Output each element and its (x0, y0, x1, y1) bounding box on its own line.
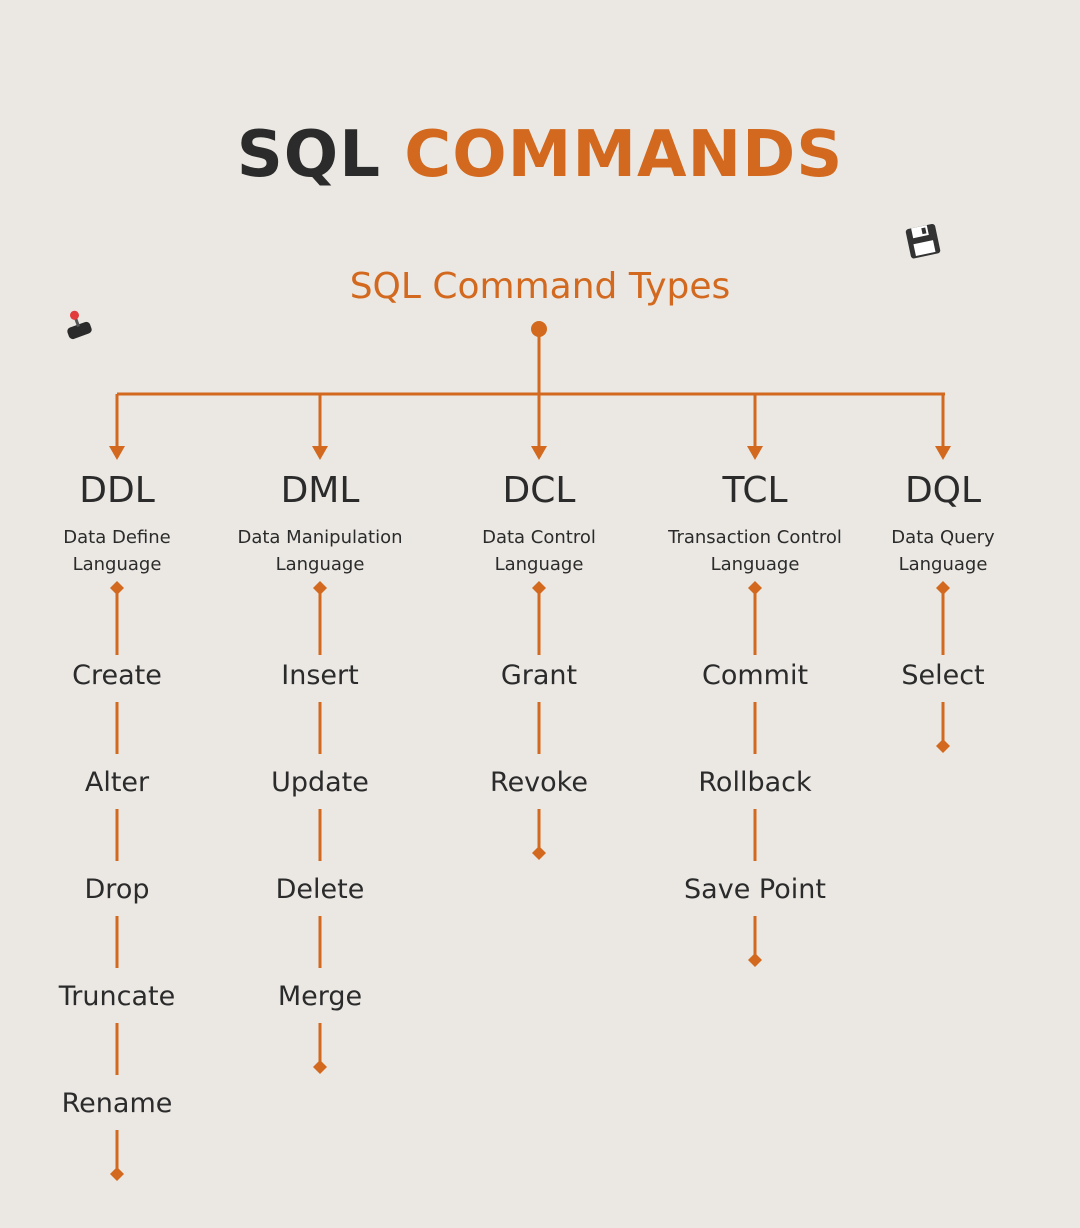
desc-line-2: Language (494, 554, 584, 575)
column-title-dql: DQL (904, 470, 982, 511)
branch-arrow-dml (312, 446, 328, 460)
desc-line-2: Language (72, 554, 162, 575)
joystick-icon (67, 310, 92, 340)
branch-arrow-dql (935, 446, 951, 460)
command-rename: Rename (61, 1088, 173, 1119)
branch-arrow-tcl (747, 446, 763, 460)
cmd-end-diamond-dcl (532, 846, 546, 860)
title-word-commands: COMMANDS (404, 118, 844, 192)
floppy-disk-icon (905, 223, 941, 259)
column-title-dcl: DCL (502, 470, 576, 511)
desc-line-2: Language (275, 554, 365, 575)
desc-line-1: Transaction Control (668, 527, 842, 548)
desc-line-2: Language (898, 554, 988, 575)
cmd-end-diamond-ddl (110, 1167, 124, 1181)
command-grant: Grant (500, 660, 578, 691)
command-truncate: Truncate (58, 981, 176, 1012)
desc-line-1: Data Define (63, 527, 171, 548)
desc-line-1: Data Manipulation (237, 527, 403, 548)
column-title-tcl: TCL (722, 470, 788, 511)
command-alter: Alter (84, 767, 150, 798)
command-merge: Merge (277, 981, 363, 1012)
command-commit: Commit (701, 660, 809, 691)
command-update: Update (271, 767, 369, 798)
desc-line-2: Language (710, 554, 800, 575)
branch-arrow-dcl (531, 446, 547, 460)
command-drop: Drop (84, 874, 150, 905)
command-insert: Insert (281, 660, 359, 691)
command-delete: Delete (275, 874, 365, 905)
command-create: Create (72, 660, 162, 691)
title-word-sql: SQL (236, 118, 381, 192)
command-revoke: Revoke (490, 767, 588, 798)
column-title-dml: DML (280, 470, 360, 511)
cmd-end-diamond-tcl (748, 953, 762, 967)
command-rollback: Rollback (698, 767, 812, 798)
command-save-point: Save Point (684, 874, 826, 905)
command-select: Select (901, 660, 985, 691)
column-title-ddl: DDL (79, 470, 155, 511)
cmd-end-diamond-dml (313, 1060, 327, 1074)
branch-arrow-ddl (109, 446, 125, 460)
page-title: SQL COMMANDS (0, 118, 1080, 192)
desc-line-1: Data Control (482, 527, 596, 548)
diagram-subtitle: SQL Command Types (349, 266, 731, 307)
cmd-end-diamond-dql (936, 739, 950, 753)
desc-line-1: Data Query (891, 527, 995, 548)
